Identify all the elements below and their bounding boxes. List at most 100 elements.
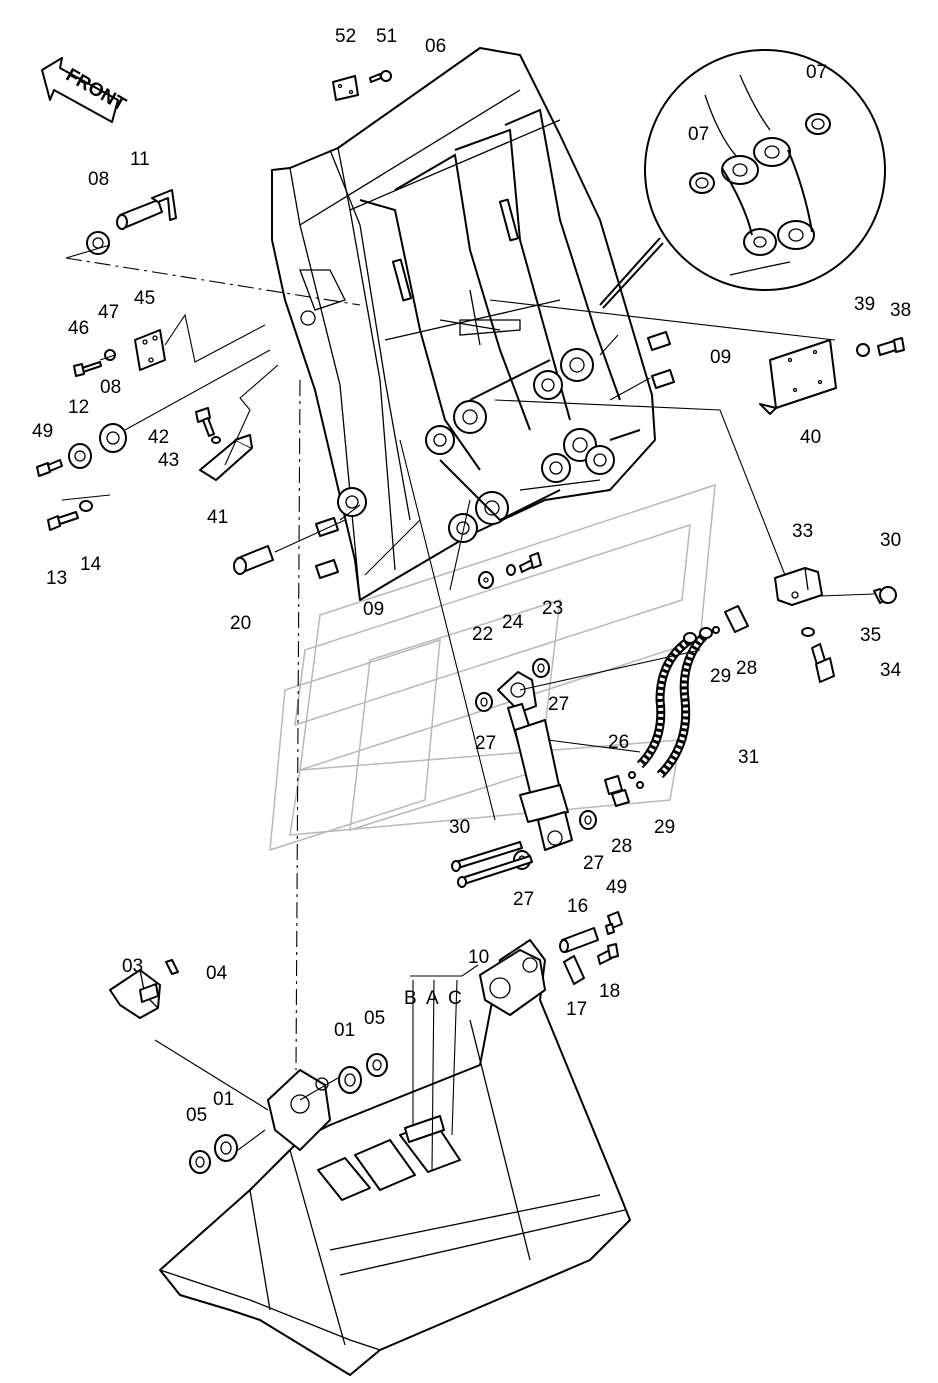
bolt-51 bbox=[369, 70, 392, 83]
label-28: 28 bbox=[736, 658, 757, 679]
label-39: 39 bbox=[854, 294, 875, 315]
label-04: 04 bbox=[206, 963, 228, 984]
plate-17 bbox=[563, 955, 585, 985]
washer-14 bbox=[79, 500, 93, 512]
bracket-40 bbox=[759, 339, 837, 415]
label-03: 03 bbox=[122, 956, 143, 977]
label-23: 23 bbox=[542, 598, 563, 619]
label-08: 08 bbox=[100, 377, 121, 398]
label-49: 49 bbox=[606, 877, 627, 898]
label-27: 27 bbox=[548, 694, 569, 715]
label-29: 29 bbox=[710, 666, 731, 687]
detail-view bbox=[599, 49, 886, 309]
bucket-10 bbox=[159, 939, 631, 1376]
label-28: 28 bbox=[611, 836, 632, 857]
label-14: 14 bbox=[80, 554, 102, 575]
bushing-08-upper bbox=[86, 231, 110, 255]
label-18: 18 bbox=[599, 981, 620, 1002]
label-10: 10 bbox=[468, 947, 489, 968]
part-labels: 52 51 06 07 07 11 08 45 47 46 39 38 09 0… bbox=[32, 26, 911, 1126]
label-30: 30 bbox=[449, 817, 470, 838]
bolt-46 bbox=[73, 361, 102, 377]
bushings-27 bbox=[475, 658, 597, 870]
fitting-49-left bbox=[36, 459, 63, 477]
pin-11 bbox=[116, 189, 177, 230]
fittings-28-29-upper bbox=[712, 605, 749, 634]
label-46: 46 bbox=[68, 318, 89, 339]
label-34: 34 bbox=[880, 660, 902, 681]
label-C: C bbox=[448, 988, 462, 1009]
label-33: 33 bbox=[792, 521, 813, 542]
bolt-42 bbox=[195, 407, 215, 437]
tooth-03 bbox=[109, 969, 161, 1019]
label-07: 07 bbox=[806, 62, 827, 83]
label-38: 38 bbox=[890, 300, 911, 321]
label-45: 45 bbox=[134, 288, 155, 309]
label-13: 13 bbox=[46, 568, 67, 589]
label-22: 22 bbox=[472, 624, 493, 645]
bolt-13 bbox=[47, 511, 79, 531]
label-06: 06 bbox=[425, 36, 446, 57]
label-52: 52 bbox=[335, 26, 356, 47]
block-33 bbox=[774, 567, 823, 606]
pin-20 bbox=[233, 545, 274, 575]
label-A: A bbox=[426, 988, 439, 1009]
label-11: 11 bbox=[130, 149, 150, 170]
label-01: 01 bbox=[334, 1020, 355, 1041]
bolt-18 bbox=[597, 943, 619, 965]
label-40: 40 bbox=[800, 427, 821, 448]
label-05: 05 bbox=[364, 1008, 385, 1029]
label-27: 27 bbox=[513, 889, 534, 910]
bolt-38 bbox=[877, 337, 905, 356]
washer-39 bbox=[856, 343, 870, 357]
label-41: 41 bbox=[207, 507, 228, 528]
label-27: 27 bbox=[475, 733, 496, 754]
pad-22-washer-24-bolt-23 bbox=[478, 552, 542, 589]
link-assembly bbox=[337, 348, 641, 543]
label-42: 42 bbox=[148, 427, 169, 448]
label-12: 12 bbox=[68, 397, 89, 418]
washer-43 bbox=[211, 436, 221, 444]
bolt-34 bbox=[811, 643, 835, 683]
washer-05-upper bbox=[366, 1053, 388, 1077]
washer-35 bbox=[801, 627, 815, 637]
plate-52 bbox=[332, 75, 359, 101]
label-29: 29 bbox=[654, 817, 675, 838]
label-20: 20 bbox=[230, 613, 251, 634]
label-31: 31 bbox=[738, 747, 759, 768]
pads-09 bbox=[315, 331, 675, 579]
pin-16 bbox=[559, 927, 599, 953]
plate-41 bbox=[199, 434, 253, 481]
bushing-01-upper bbox=[338, 1066, 362, 1094]
label-27: 27 bbox=[583, 853, 604, 874]
label-17: 17 bbox=[566, 999, 587, 1020]
label-35: 35 bbox=[860, 625, 881, 646]
bushing-08-lower bbox=[99, 423, 127, 453]
label-B: B bbox=[404, 988, 417, 1009]
label-51: 51 bbox=[376, 26, 397, 47]
label-26: 26 bbox=[608, 732, 629, 753]
label-43: 43 bbox=[158, 450, 179, 471]
bushing-12 bbox=[68, 443, 92, 469]
leader-lines bbox=[61, 244, 875, 1171]
label-08: 08 bbox=[88, 169, 109, 190]
label-09: 09 bbox=[363, 599, 384, 620]
fittings-28-29-lower bbox=[604, 771, 644, 807]
label-16: 16 bbox=[567, 896, 588, 917]
label-09: 09 bbox=[710, 347, 731, 368]
label-05: 05 bbox=[186, 1105, 207, 1126]
pin-04 bbox=[165, 959, 179, 975]
bushing-01-lower bbox=[214, 1134, 238, 1162]
label-47: 47 bbox=[98, 302, 119, 323]
label-49: 49 bbox=[32, 421, 53, 442]
bolt-30-right bbox=[873, 586, 897, 604]
pins-30-lower bbox=[451, 841, 533, 888]
label-01: 01 bbox=[213, 1089, 234, 1110]
front-arrow-icon: FRONT bbox=[41, 57, 130, 123]
fitting-49-right bbox=[605, 911, 623, 935]
label-24: 24 bbox=[502, 612, 524, 633]
washer-05-lower bbox=[189, 1150, 211, 1174]
plate-45 bbox=[134, 329, 166, 371]
hoses-31 bbox=[636, 627, 713, 779]
